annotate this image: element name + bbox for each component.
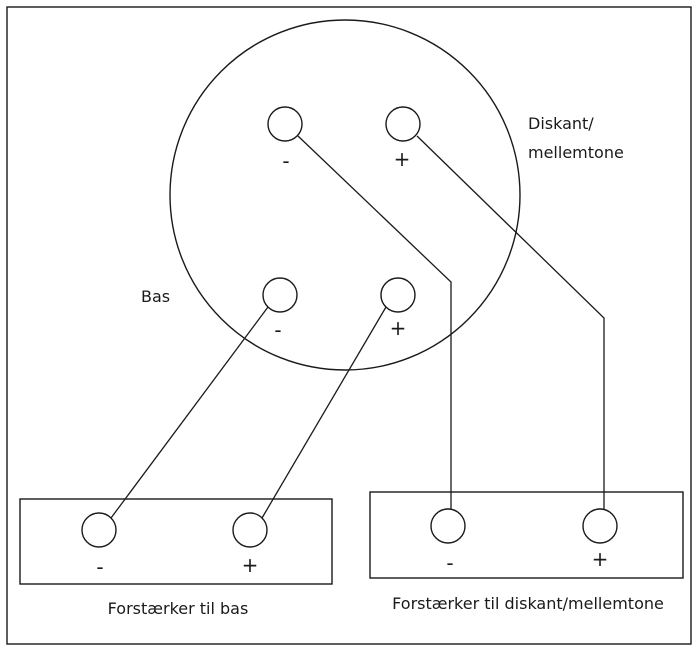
bass-amp-minus-sign: - xyxy=(96,555,103,579)
treble-amp-minus-sign: - xyxy=(446,551,453,575)
wire-treble-minus xyxy=(297,135,452,514)
treble-amplifier-label: Forstærker til diskant/mellemtone xyxy=(392,594,664,613)
treble-plus-terminal xyxy=(385,106,421,142)
bass-plus-terminal xyxy=(380,277,416,313)
treble-minus-sign: - xyxy=(282,149,289,173)
wire-bass-minus xyxy=(110,306,269,519)
treble-amp-plus-sign: + xyxy=(592,547,609,571)
speaker-outline xyxy=(169,19,521,371)
outer-frame xyxy=(6,6,692,645)
treble-mid-label: Diskant/ mellemtone xyxy=(528,114,624,162)
treble-mid-label-line1: Diskant/ xyxy=(528,114,594,133)
treble-amp-minus-terminal xyxy=(430,508,466,544)
bass-minus-terminal xyxy=(262,277,298,313)
bass-amp-plus-terminal xyxy=(232,512,268,548)
wire-bass-plus xyxy=(261,306,387,519)
treble-minus-terminal xyxy=(267,106,303,142)
bass-minus-sign: - xyxy=(274,318,281,342)
treble-amplifier-box xyxy=(369,491,684,579)
wire-treble-plus xyxy=(416,135,605,514)
treble-plus-sign: + xyxy=(394,147,411,171)
treble-mid-label-line2: mellemtone xyxy=(528,143,624,162)
treble-amp-plus-terminal xyxy=(582,508,618,544)
bass-amp-plus-sign: + xyxy=(242,553,259,577)
bass-label: Bas xyxy=(141,287,170,306)
bass-amplifier-label: Forstærker til bas xyxy=(108,599,249,618)
bass-plus-sign: + xyxy=(390,316,407,340)
bass-amplifier-box xyxy=(19,498,333,585)
bass-amp-minus-terminal xyxy=(81,512,117,548)
